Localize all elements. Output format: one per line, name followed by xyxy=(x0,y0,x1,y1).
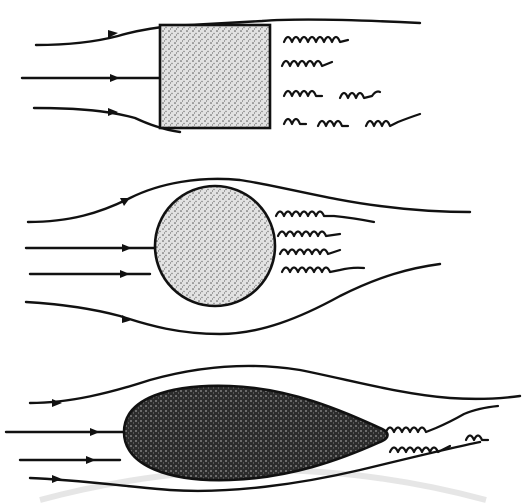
teardrop-body xyxy=(124,386,388,480)
vortex-circle-3 xyxy=(280,250,340,255)
vortex-circle-1 xyxy=(276,212,374,223)
arrow-circle-lower xyxy=(120,270,130,278)
vortex-square-4 xyxy=(284,114,420,126)
circle-body xyxy=(155,186,275,306)
vortex-square-2 xyxy=(282,61,332,66)
arrow-square-middle xyxy=(110,74,120,82)
arrow-teardrop-middle xyxy=(90,428,100,436)
panel-square xyxy=(22,20,420,132)
vortex-circle-4 xyxy=(282,268,364,273)
panel-teardrop xyxy=(6,366,520,491)
vortex-circle-2 xyxy=(278,232,340,237)
arrow-circle-middle xyxy=(122,244,132,252)
vortex-teardrop-1 xyxy=(386,406,498,432)
vortex-square-1 xyxy=(284,37,348,42)
square-body xyxy=(160,25,270,128)
vortex-square-3 xyxy=(284,91,380,98)
arrow-teardrop-bottom xyxy=(52,475,62,483)
streamline-square-bottom xyxy=(34,108,180,132)
arrow-teardrop-lower xyxy=(86,456,96,464)
panel-circle xyxy=(26,179,470,334)
